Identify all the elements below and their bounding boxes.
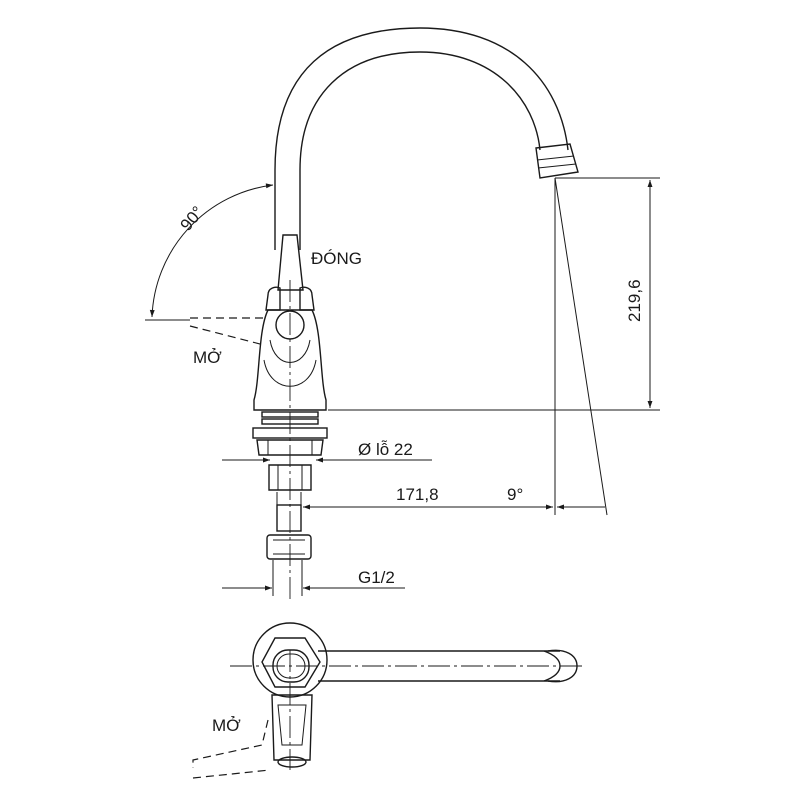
height-dimension <box>328 177 660 411</box>
reach-dimension-label: 171,8 <box>396 485 439 504</box>
hose-connector <box>266 534 312 560</box>
hole-dimension-label: Ø lỗ 22 <box>358 440 413 459</box>
thread-dimension <box>222 560 405 596</box>
top-view-open-label: MỞ <box>212 716 241 735</box>
spout-angle-label: 9° <box>507 485 523 504</box>
open-label: MỞ <box>193 348 222 367</box>
rotation-angle-label: 90° <box>177 203 208 235</box>
rotation-angle-arc <box>149 183 274 318</box>
closed-label: ĐÓNG <box>311 249 362 268</box>
height-dimension-label: 219,6 <box>625 279 644 322</box>
top-view <box>192 622 585 779</box>
reach-dimension <box>303 177 608 516</box>
thread-dimension-label: G1/2 <box>358 568 395 587</box>
spout <box>274 27 579 250</box>
open-lever-outline <box>145 317 268 346</box>
aerator-nozzle <box>535 143 579 179</box>
lower-nut <box>268 464 312 491</box>
lever-handle <box>277 234 304 291</box>
braided-hose <box>276 504 302 532</box>
